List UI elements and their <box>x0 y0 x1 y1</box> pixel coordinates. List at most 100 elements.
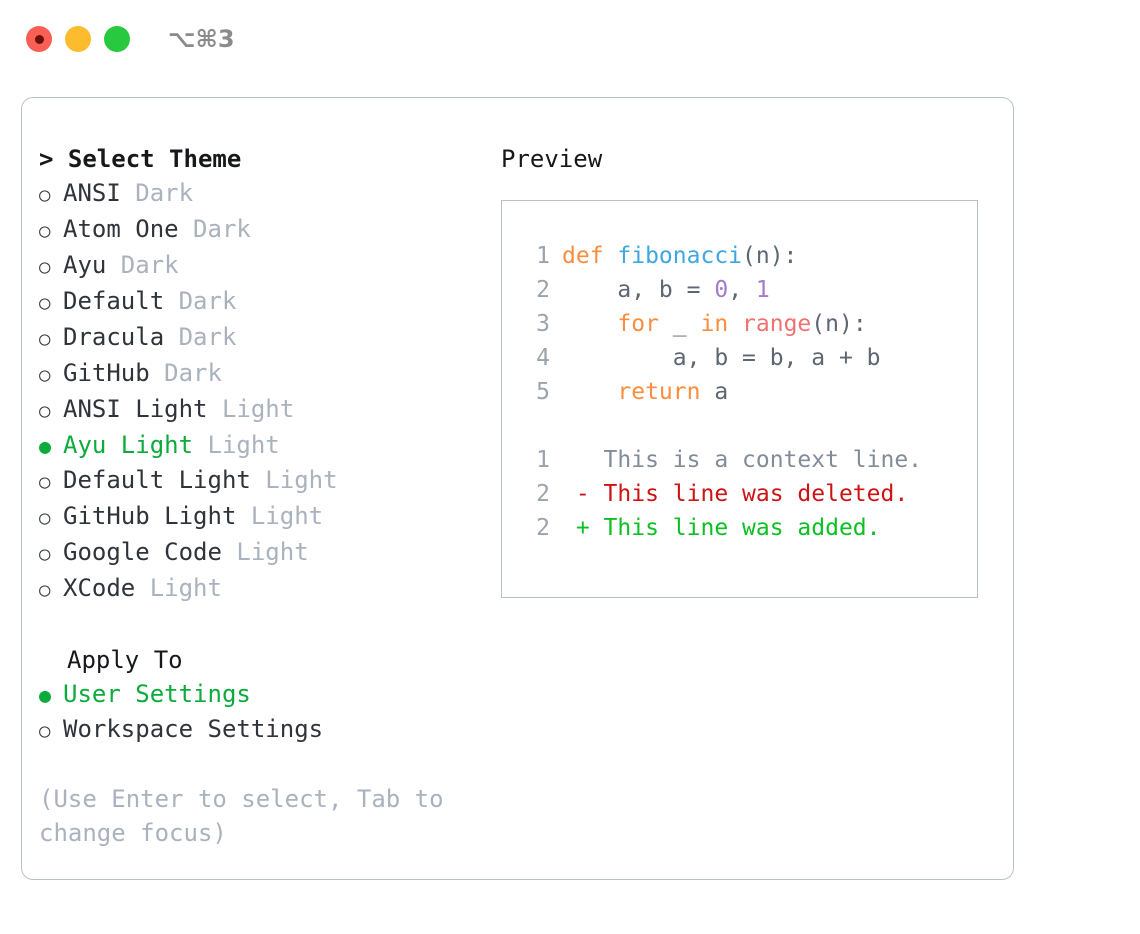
theme-option-dracula[interactable]: ○ Dracula Dark <box>39 320 499 356</box>
token-plain: a, b = <box>562 277 715 303</box>
token-punct: (n): <box>742 243 798 269</box>
theme-variant-badge: Light <box>250 466 338 494</box>
apply-to-option-label: User Settings <box>63 680 251 708</box>
window-controls <box>26 26 130 52</box>
token-plain: _ <box>658 311 701 337</box>
code-line: 2 a, b = 0, 1 <box>520 273 977 307</box>
apply-to-option-user-settings[interactable]: ● User Settings <box>39 677 499 712</box>
token-kw: return <box>617 379 701 405</box>
theme-list[interactable]: ○ANSI Dark○Atom One Dark○Ayu Dark○Defaul… <box>39 176 499 607</box>
apply-to-list[interactable]: ● User Settings ○Workspace Settings <box>39 677 499 748</box>
line-number: 1 <box>536 447 550 473</box>
theme-option-label: Ayu <box>63 251 107 279</box>
code-line: 3 for _ in range(n): <box>520 307 977 341</box>
theme-option-github[interactable]: ○GitHub Dark <box>39 356 499 392</box>
diff-line: 2 - This line was deleted. <box>520 477 977 511</box>
theme-variant-badge: Light <box>135 574 222 602</box>
line-number: 5 <box>536 379 550 405</box>
line-number: 2 <box>536 515 550 541</box>
theme-option-label: ANSI <box>63 179 121 207</box>
theme-option-default[interactable]: ○ Default Dark <box>39 284 499 320</box>
maximize-button[interactable] <box>104 26 130 52</box>
apply-to-option-label: Workspace Settings <box>63 715 324 743</box>
radio-unselected-icon: ○ <box>39 364 51 386</box>
apply-to-option-workspace-settings[interactable]: ○Workspace Settings <box>39 712 499 748</box>
token-plain: , <box>728 277 756 303</box>
apply-to-title: Apply To <box>67 646 183 674</box>
close-button[interactable] <box>26 26 52 52</box>
code-line: 1 def fibonacci(n): <box>520 239 977 273</box>
theme-option-label: Dracula <box>63 323 165 351</box>
theme-option-ansi[interactable]: ○ANSI Dark <box>39 176 499 212</box>
theme-option-label: XCode <box>63 574 136 602</box>
theme-option-label: Default <box>63 287 165 315</box>
line-number: 2 <box>536 277 550 303</box>
theme-option-label: ANSI Light <box>63 395 208 423</box>
diff-line: 2 + This line was added. <box>520 511 977 545</box>
theme-option-atom-one[interactable]: ○Atom One Dark <box>39 212 499 248</box>
token-plain <box>728 311 742 337</box>
radio-unselected-icon: ○ <box>39 400 51 422</box>
line-number: 2 <box>536 481 550 507</box>
theme-option-label: Atom One <box>63 215 179 243</box>
token-plain: a, b = b, a + b <box>562 345 881 371</box>
theme-option-xcode[interactable]: ○ XCode Light <box>39 571 499 607</box>
radio-unselected-icon: ○ <box>39 292 51 314</box>
token-plain: a <box>700 379 729 405</box>
preview-label: Preview <box>501 145 603 173</box>
theme-option-label: Ayu Light <box>63 431 194 459</box>
diff-preview: 1 This is a context line. 2 - This line w… <box>520 443 977 545</box>
spacer <box>520 409 977 443</box>
token-kw: in <box>700 311 729 337</box>
radio-unselected-icon: ○ <box>39 220 51 242</box>
token-call: range <box>742 311 812 337</box>
keyboard-hint-text: (Use Enter to select, Tab to change focu… <box>39 785 459 847</box>
theme-variant-badge: Light <box>193 431 280 459</box>
keyboard-shortcut-label: ⌥⌘3 <box>168 25 235 53</box>
theme-option-label: Google Code <box>63 538 222 566</box>
theme-variant-badge: Dark <box>164 287 237 315</box>
token-num: 1 <box>755 277 770 303</box>
line-number: 3 <box>536 311 550 337</box>
theme-option-github-light[interactable]: ○ GitHub Light Light <box>39 499 499 535</box>
token-fn: fibonacci <box>617 243 743 269</box>
radio-unselected-icon: ○ <box>39 579 51 601</box>
theme-variant-badge: Dark <box>149 359 222 387</box>
theme-option-google-code[interactable]: ○Google Code Light <box>39 535 499 571</box>
line-number: 1 <box>536 243 550 269</box>
token-kw: def <box>562 243 618 269</box>
radio-unselected-icon: ○ <box>39 471 51 493</box>
theme-option-default-light[interactable]: ○Default Light Light <box>39 463 499 499</box>
code-text: for _ in range(n): <box>562 307 867 341</box>
main-panel: > Select Theme ○ANSI Dark○Atom One Dark○… <box>21 97 1014 880</box>
token-plain <box>562 379 617 405</box>
theme-option-ayu[interactable]: ○ Ayu Dark <box>39 248 499 284</box>
theme-option-label: GitHub Light <box>63 502 237 530</box>
radio-selected-icon: ● <box>39 434 52 458</box>
theme-variant-badge: Light <box>207 395 295 423</box>
theme-option-ayu-light[interactable]: ● Ayu Light Light <box>39 428 499 463</box>
radio-selected-icon: ● <box>39 683 52 707</box>
radio-unselected-icon: ○ <box>39 184 51 206</box>
title-bar: ⌥⌘3 <box>0 0 1140 78</box>
minimize-button[interactable] <box>65 26 91 52</box>
token-num: 0 <box>714 277 729 303</box>
code-line: 5 return a <box>520 375 977 409</box>
token-kw: for <box>617 311 659 337</box>
radio-unselected-icon: ○ <box>39 328 51 350</box>
theme-variant-badge: Dark <box>164 323 237 351</box>
theme-variant-badge: Light <box>236 502 324 530</box>
radio-unselected-icon: ○ <box>39 507 51 529</box>
line-number: 4 <box>536 345 550 371</box>
record-dot-icon <box>34 34 44 44</box>
theme-variant-badge: Dark <box>106 251 179 279</box>
radio-unselected-icon: ○ <box>39 256 51 278</box>
theme-variant-badge: Light <box>221 538 309 566</box>
diff-text-ctx: This is a context line. <box>562 447 923 473</box>
page-title: > Select Theme <box>39 145 242 173</box>
token-punct: (n): <box>811 311 867 337</box>
theme-option-ansi-light[interactable]: ○ ANSI Light Light <box>39 392 499 428</box>
